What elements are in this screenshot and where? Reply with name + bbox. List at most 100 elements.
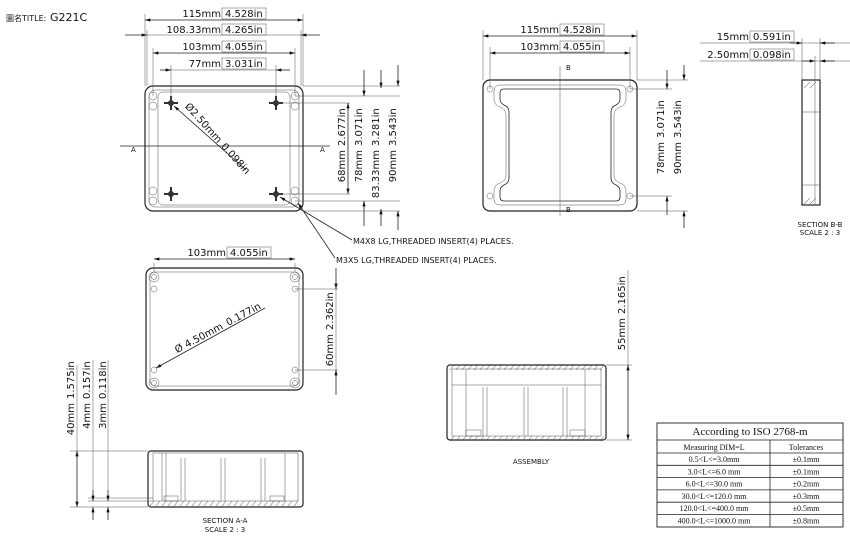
svg-text:0.157in: 0.157in [82, 361, 93, 399]
svg-text:3.281in: 3.281in [371, 108, 382, 146]
dim-103: 103mm 4.055in [182, 40, 267, 53]
svg-text:60mm: 60mm [325, 334, 336, 366]
assembly-label: ASSEMBLY [513, 458, 550, 466]
lid-dim-103: 103mm 4.055in [520, 40, 605, 53]
svg-text:4.528in: 4.528in [563, 25, 601, 36]
title-value: G221C [50, 11, 88, 24]
section-b-marker-bottom: B [566, 206, 571, 214]
svg-text:2.50mm: 2.50mm [707, 50, 749, 61]
svg-text:78mm: 78mm [656, 142, 667, 174]
svg-text:4.055in: 4.055in [563, 42, 601, 53]
aa-vdim-3: 3mm 0.118in [98, 361, 109, 429]
svg-text:0.118in: 0.118in [98, 361, 109, 399]
vdim-83-33: 83.33mm 3.281in [371, 108, 382, 198]
svg-text:3.071in: 3.071in [354, 108, 365, 146]
svg-text:Ø2.50mm: Ø2.50mm [182, 101, 224, 146]
table-cell-tolerance: ±0.8mm [793, 517, 821, 526]
callout-m3x5: M3X5 LG,THREADED INSERT(4) PLACES. [336, 256, 496, 265]
svg-text:0.098in: 0.098in [218, 141, 251, 176]
table-header-dim: Measuring DIM=L [683, 443, 744, 452]
aa-vdim-40: 40mm 1.575in [66, 361, 77, 435]
svg-text:3.071in: 3.071in [656, 100, 667, 138]
diameter-2-50: Ø2.50mm 0.098in [182, 101, 252, 177]
section-a-a: 40mm 1.575in 4mm 0.157in 3mm 0.118in SEC… [66, 360, 304, 534]
svg-text:115mm: 115mm [182, 9, 221, 20]
svg-text:103mm: 103mm [187, 248, 226, 259]
bb-dim-2-50: 2.50mm 0.098in [707, 48, 795, 61]
bb-dim-15: 15mm 0.591in [717, 30, 795, 43]
diameter-4-50: Ø 4.50mm 0.177in [173, 301, 263, 356]
svg-text:4.055in: 4.055in [225, 42, 263, 53]
svg-text:40mm: 40mm [66, 403, 77, 435]
table-title: According to ISO 2768-m [692, 426, 808, 438]
section-b-b: 15mm 0.591in 2.50mm 0.098in SECTION B-B … [700, 30, 850, 237]
lid-vdim-90: 90mm 3.543in [673, 100, 684, 174]
bottom-dim-103: 103mm 4.055in [187, 246, 272, 259]
box-bottom-view: 103mm 4.055in 60mm 2.362in Ø 4.50mm 0.17… [145, 246, 338, 395]
svg-text:103mm: 103mm [182, 42, 221, 53]
svg-text:90mm: 90mm [388, 150, 399, 182]
drawing-title: 圖名TITLE: G221C [6, 11, 88, 24]
lid-top-view: B B 115mm 4.528in 103mm 4.055in 78mm 3.0… [482, 23, 688, 228]
dim-115: 115mm 4.528in [182, 7, 267, 20]
svg-text:0.591in: 0.591in [753, 32, 791, 43]
tolerance-table: According to ISO 2768-m Measuring DIM=L … [656, 422, 844, 528]
svg-text:4mm: 4mm [82, 403, 93, 429]
assembly-view: 55mm 2.165in ASSEMBLY [446, 270, 632, 466]
vdim-90: 90mm 3.543in [388, 108, 399, 182]
table-cell-tolerance: ±0.1mm [793, 467, 821, 476]
svg-text:4.528in: 4.528in [225, 9, 263, 20]
table-cell-range: 3.0<L<=6.0 mm [688, 467, 742, 476]
svg-text:90mm: 90mm [673, 142, 684, 174]
lid-vdim-78: 78mm 3.071in [656, 100, 667, 174]
svg-text:3mm: 3mm [98, 403, 109, 429]
dim-108-33: 108.33mm 4.265in [167, 23, 267, 36]
table-cell-range: 6.0<L<=30.0 mm [686, 480, 744, 489]
svg-text:4.265in: 4.265in [225, 25, 263, 36]
lid-dim-115: 115mm 4.528in [520, 23, 605, 36]
assembly-vdim-55: 55mm 2.165in [617, 276, 628, 350]
section-a-marker-right: A [320, 146, 325, 154]
svg-text:3.543in: 3.543in [673, 100, 684, 138]
section-bb-scale: SCALE 2 : 3 [800, 229, 840, 237]
svg-text:1.575in: 1.575in [66, 361, 77, 399]
title-label: 圖名TITLE: [6, 13, 46, 23]
svg-text:2.677in: 2.677in [337, 108, 348, 146]
table-cell-range: 400.0<L<=1000.0 mm [678, 517, 752, 526]
svg-text:78mm: 78mm [354, 150, 365, 182]
table-cell-tolerance: ±0.1mm [793, 455, 821, 464]
svg-text:0.098in: 0.098in [753, 50, 791, 61]
svg-text:Ø 4.50mm: Ø 4.50mm [173, 320, 225, 355]
section-aa-scale: SCALE 2 : 3 [205, 526, 245, 534]
table-cell-range: 0.5<L<=3.0mm [689, 455, 741, 464]
table-header-tol: Tolerances [789, 443, 824, 452]
section-a-marker-left: A [131, 146, 136, 154]
svg-text:2.362in: 2.362in [325, 292, 336, 330]
aa-vdim-4: 4mm 0.157in [82, 361, 93, 429]
svg-text:3.543in: 3.543in [388, 108, 399, 146]
section-bb-label: SECTION B-B [798, 221, 843, 229]
section-aa-label: SECTION A-A [203, 517, 248, 525]
table-cell-tolerance: ±0.2mm [793, 480, 821, 489]
table-cell-tolerance: ±0.3mm [793, 492, 821, 501]
table-cell-range: 120.0<L<=400.0 mm [680, 504, 750, 513]
svg-text:4.055in: 4.055in [230, 248, 268, 259]
svg-text:108.33mm: 108.33mm [167, 25, 221, 36]
svg-text:77mm: 77mm [189, 59, 221, 70]
bottom-vdim-60: 60mm 2.362in [325, 292, 336, 366]
dim-77: 77mm 3.031in [189, 57, 267, 70]
svg-text:103mm: 103mm [520, 42, 559, 53]
svg-text:2.165in: 2.165in [617, 276, 628, 314]
svg-text:15mm: 15mm [717, 32, 749, 43]
svg-text:68mm: 68mm [337, 150, 348, 182]
svg-text:0.177in: 0.177in [225, 301, 263, 328]
vdim-78: 78mm 3.071in [354, 108, 365, 182]
callout-m4x8: M4X8 LG,THREADED INSERT(4) PLACES. [353, 237, 513, 246]
box-top-view: A A 115mm 4.528in 108.33mm 4.265in 103mm [120, 7, 513, 265]
svg-text:115mm: 115mm [520, 25, 559, 36]
table-cell-tolerance: ±0.5mm [793, 504, 821, 513]
svg-text:83.33mm: 83.33mm [371, 150, 382, 198]
vdim-68: 68mm 2.677in [337, 108, 348, 182]
table-cell-range: 30.0<L<=120.0 mm [682, 492, 748, 501]
